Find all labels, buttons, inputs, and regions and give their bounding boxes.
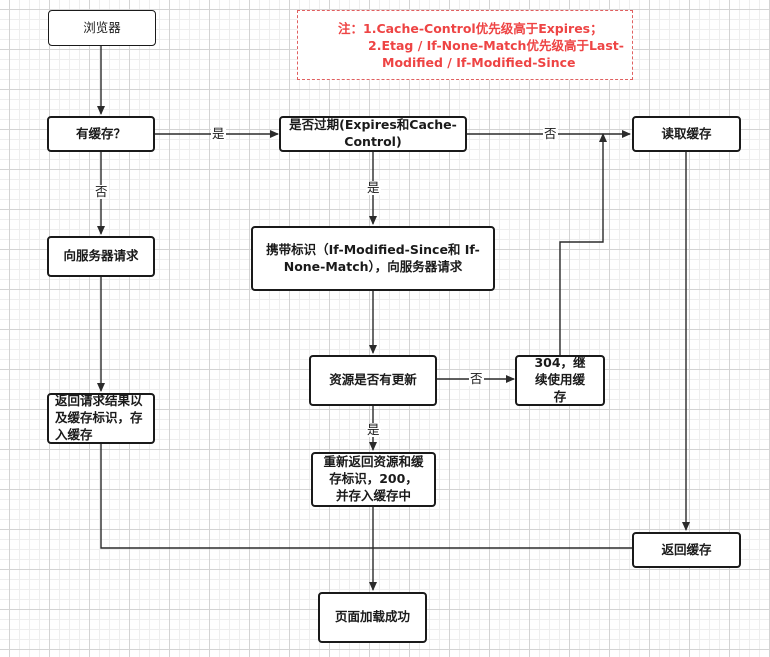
edge-result-to-bus bbox=[100, 444, 373, 549]
label-expired-no: 否 bbox=[543, 126, 558, 141]
edge-not-modified-to-read bbox=[559, 133, 607, 357]
browser-node[interactable]: 浏览器 bbox=[48, 10, 156, 46]
read-cache-node[interactable]: 读取缓存 bbox=[632, 116, 741, 152]
carry-tag-node[interactable]: 携带标识（If-Modified-Since和 If-None-Match），向… bbox=[251, 226, 495, 291]
page-loaded-node[interactable]: 页面加载成功 bbox=[318, 592, 427, 643]
label-has-cache-no: 否 bbox=[94, 184, 109, 199]
not-modified-node[interactable]: 304，继续使用缓存 bbox=[515, 355, 605, 406]
note-line-3: Modified / If-Modified-Since bbox=[382, 55, 576, 70]
label-updated-no: 否 bbox=[469, 371, 484, 386]
label-expired-yes: 是 bbox=[366, 180, 381, 195]
expired-node[interactable]: 是否过期(Expires和Cache-Control) bbox=[279, 116, 467, 152]
note-line-2: 2.Etag / If-None-Match优先级高于Last- bbox=[368, 38, 624, 53]
label-has-cache-yes: 是 bbox=[211, 126, 226, 141]
has-cache-node[interactable]: 有缓存？ bbox=[47, 116, 155, 152]
return-result-node[interactable]: 返回请求结果以及缓存标识，存入缓存 bbox=[47, 393, 155, 444]
resource-updated-node[interactable]: 资源是否有更新 bbox=[309, 355, 437, 406]
return-cache-node[interactable]: 返回缓存 bbox=[632, 532, 741, 568]
note-line-1: 注：1.Cache-Control优先级高于Expires； bbox=[338, 21, 603, 36]
priority-note: 注：1.Cache-Control优先级高于Expires； 2.Etag / … bbox=[297, 10, 633, 80]
return-new-node[interactable]: 重新返回资源和缓存标识，200，并存入缓存中 bbox=[311, 452, 436, 507]
request-server-node[interactable]: 向服务器请求 bbox=[47, 236, 155, 277]
label-updated-yes: 是 bbox=[366, 422, 381, 437]
